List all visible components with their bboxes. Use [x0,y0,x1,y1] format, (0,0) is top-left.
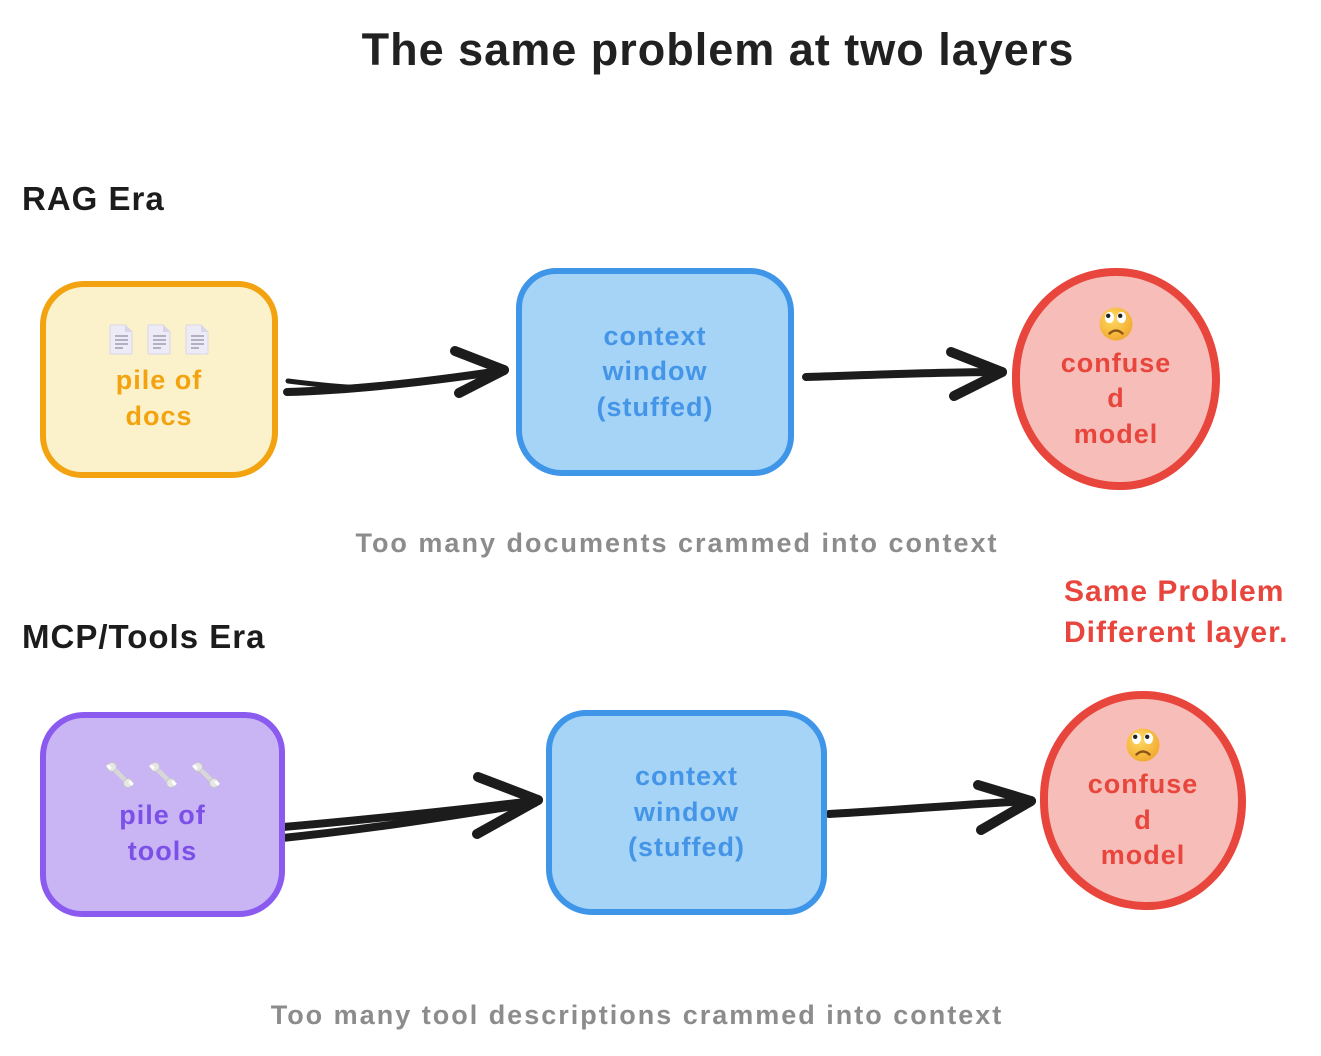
context-window-line2: window [602,356,708,387]
context-window-line3: (stuffed) [628,832,745,863]
confused-face-icon [1099,307,1133,341]
arrow-context-to-model-2 [825,780,1036,835]
context-window-box-2: context window (stuffed) [546,710,827,915]
context-window-line1: context [634,761,739,792]
pile-of-docs-label-line2: docs [125,401,193,431]
confused-model-line1: confuse [1060,347,1172,378]
arrow-context-to-model-1 [802,347,1007,401]
pile-of-docs-label-line1: pile of [115,365,203,396]
document-icons [109,324,210,355]
pile-of-docs-box: pile of docs [40,281,278,478]
context-window-box-1: context window (stuffed) [516,268,794,476]
caption-mcp: Too many tool descriptions crammed into … [270,1000,1004,1030]
document-icon [147,324,170,355]
section-label-mcp: MCP/Tools Era [22,618,266,655]
same-problem-annotation: Same Problem Different layer. [1064,572,1288,653]
wrench-icon [148,761,177,788]
pile-of-tools-box: pile of tools [40,712,285,917]
confused-model-node-2: confuse d model [1040,691,1246,910]
context-window-line1: context [603,320,707,351]
confused-model-line2: d [1134,804,1152,835]
wrench-icon [105,761,134,788]
confused-model-line3: model [1073,418,1159,449]
pile-of-tools-label-line1: pile of [119,799,206,830]
annotation-line2: Different layer. [1064,615,1289,649]
annotation-line1: Same Problem [1064,575,1285,608]
confused-model-line3: model [1100,840,1186,871]
confused-model-node-1: confuse d model [1012,268,1220,490]
wrench-icon [191,761,220,788]
confused-model-line1: confuse [1087,769,1199,800]
document-icon [185,324,208,355]
section-label-rag: RAG Era [22,180,165,217]
context-window-line3: (stuffed) [596,391,714,422]
pile-of-tools-label-line2: tools [127,835,198,866]
arrow-tools-to-context [268,772,543,843]
page-title: The same problem at two layers [361,24,1075,75]
document-icon [109,324,132,355]
caption-rag: Too many documents crammed into context [355,528,999,558]
confused-face-icon [1126,728,1160,762]
confused-model-line2: d [1107,383,1125,414]
context-window-line2: window [634,796,739,827]
arrow-docs-to-context [283,346,509,398]
wrench-icons [105,760,221,790]
